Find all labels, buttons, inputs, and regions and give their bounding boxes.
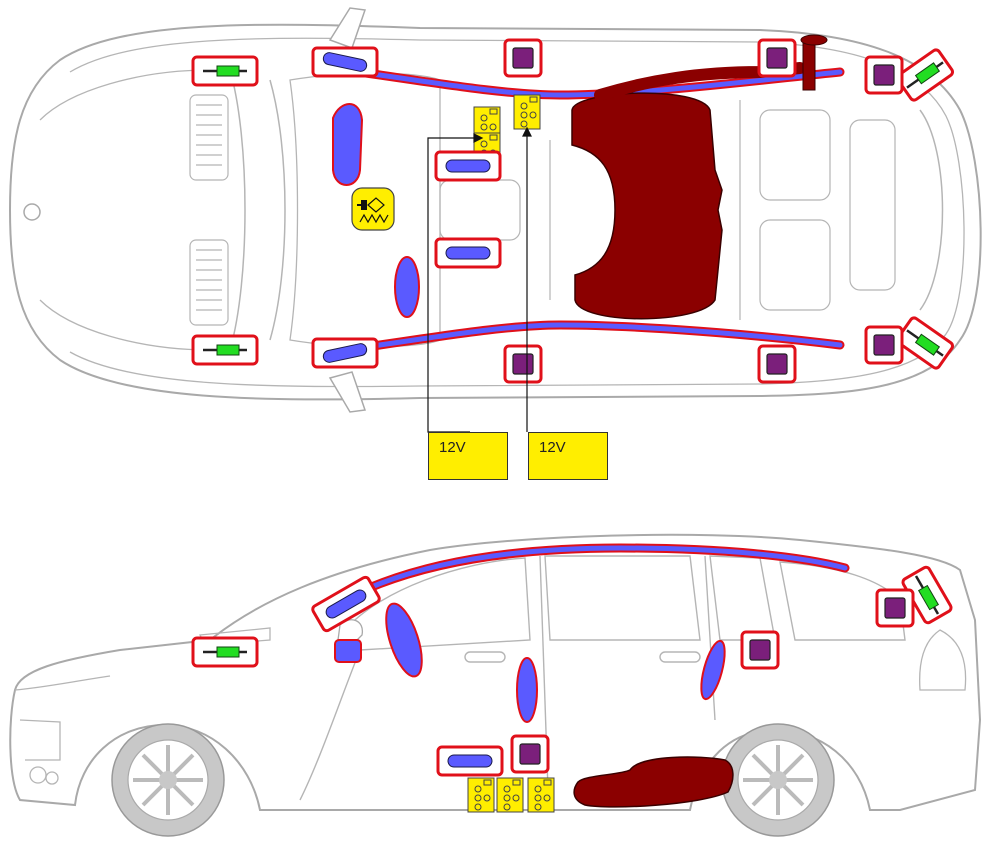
passenger-airbag-top bbox=[394, 256, 420, 318]
crash-sensor-top-2 bbox=[757, 38, 797, 78]
door-airbag-rear-side bbox=[700, 639, 726, 701]
gas-generator-sill-side bbox=[436, 745, 504, 777]
curtain-airbag-side bbox=[355, 543, 850, 597]
crash-sensor-top-1 bbox=[503, 38, 543, 78]
battery-voltage-text-front: 12V bbox=[439, 439, 466, 456]
pretensioner-rear-right bbox=[895, 316, 955, 370]
front-grille bbox=[189, 94, 229, 326]
pretensioner-front-right bbox=[191, 334, 259, 366]
fuel-filler-neck bbox=[802, 39, 816, 91]
battery-pack-rear-top bbox=[513, 94, 541, 130]
gas-generator-a-pillar-right bbox=[311, 337, 379, 369]
crash-sensor-side-1 bbox=[510, 734, 550, 774]
seats-top bbox=[439, 100, 896, 320]
battery-voltage-label-rear: 12V bbox=[528, 432, 608, 480]
gas-generator-icon bbox=[351, 187, 395, 231]
gas-generator-center-front bbox=[434, 150, 502, 182]
side-view bbox=[9, 533, 982, 837]
front-seat-airbag-side bbox=[385, 602, 423, 678]
top-view bbox=[8, 7, 982, 433]
fuel-filler-pipe bbox=[594, 62, 806, 101]
fuel-tank-side bbox=[573, 756, 734, 808]
battery-pack-side bbox=[467, 777, 555, 813]
gas-generator-a-pillar-side bbox=[311, 575, 381, 633]
pretensioner-front-side bbox=[191, 636, 259, 668]
crash-sensor-top-6 bbox=[864, 325, 904, 365]
door-handle-front bbox=[464, 651, 506, 663]
crash-sensor-top-4 bbox=[503, 344, 543, 384]
gas-generator-a-pillar-left bbox=[311, 46, 379, 78]
rear-wheel bbox=[721, 723, 835, 837]
door-handle-rear bbox=[659, 651, 701, 663]
battery-voltage-text-rear: 12V bbox=[539, 439, 566, 456]
car-body-side-outline bbox=[9, 533, 982, 811]
pretensioner-rear-left bbox=[895, 48, 955, 102]
battery-voltage-label-front: 12V bbox=[428, 432, 508, 480]
brand-emblem-top bbox=[23, 203, 41, 221]
car-body-top-outline bbox=[8, 23, 982, 401]
mirror-left-top bbox=[328, 7, 367, 49]
mirror-right-top bbox=[328, 371, 367, 413]
front-wheel bbox=[111, 723, 225, 837]
gas-generator-center-rear bbox=[434, 237, 502, 269]
crash-sensor-top-3 bbox=[864, 55, 904, 95]
curtain-airbag-right bbox=[325, 320, 845, 357]
crash-sensor-side-2 bbox=[740, 630, 780, 670]
door-airbag-front-side bbox=[516, 657, 538, 723]
fuel-tank-top bbox=[571, 92, 723, 320]
knee-airbag-side bbox=[334, 639, 362, 663]
crash-sensor-top-5 bbox=[757, 344, 797, 384]
driver-airbag-top bbox=[332, 103, 364, 186]
pretensioner-front-left bbox=[191, 55, 259, 87]
crash-sensor-side-3 bbox=[875, 588, 915, 628]
curtain-airbag-left bbox=[325, 63, 845, 100]
